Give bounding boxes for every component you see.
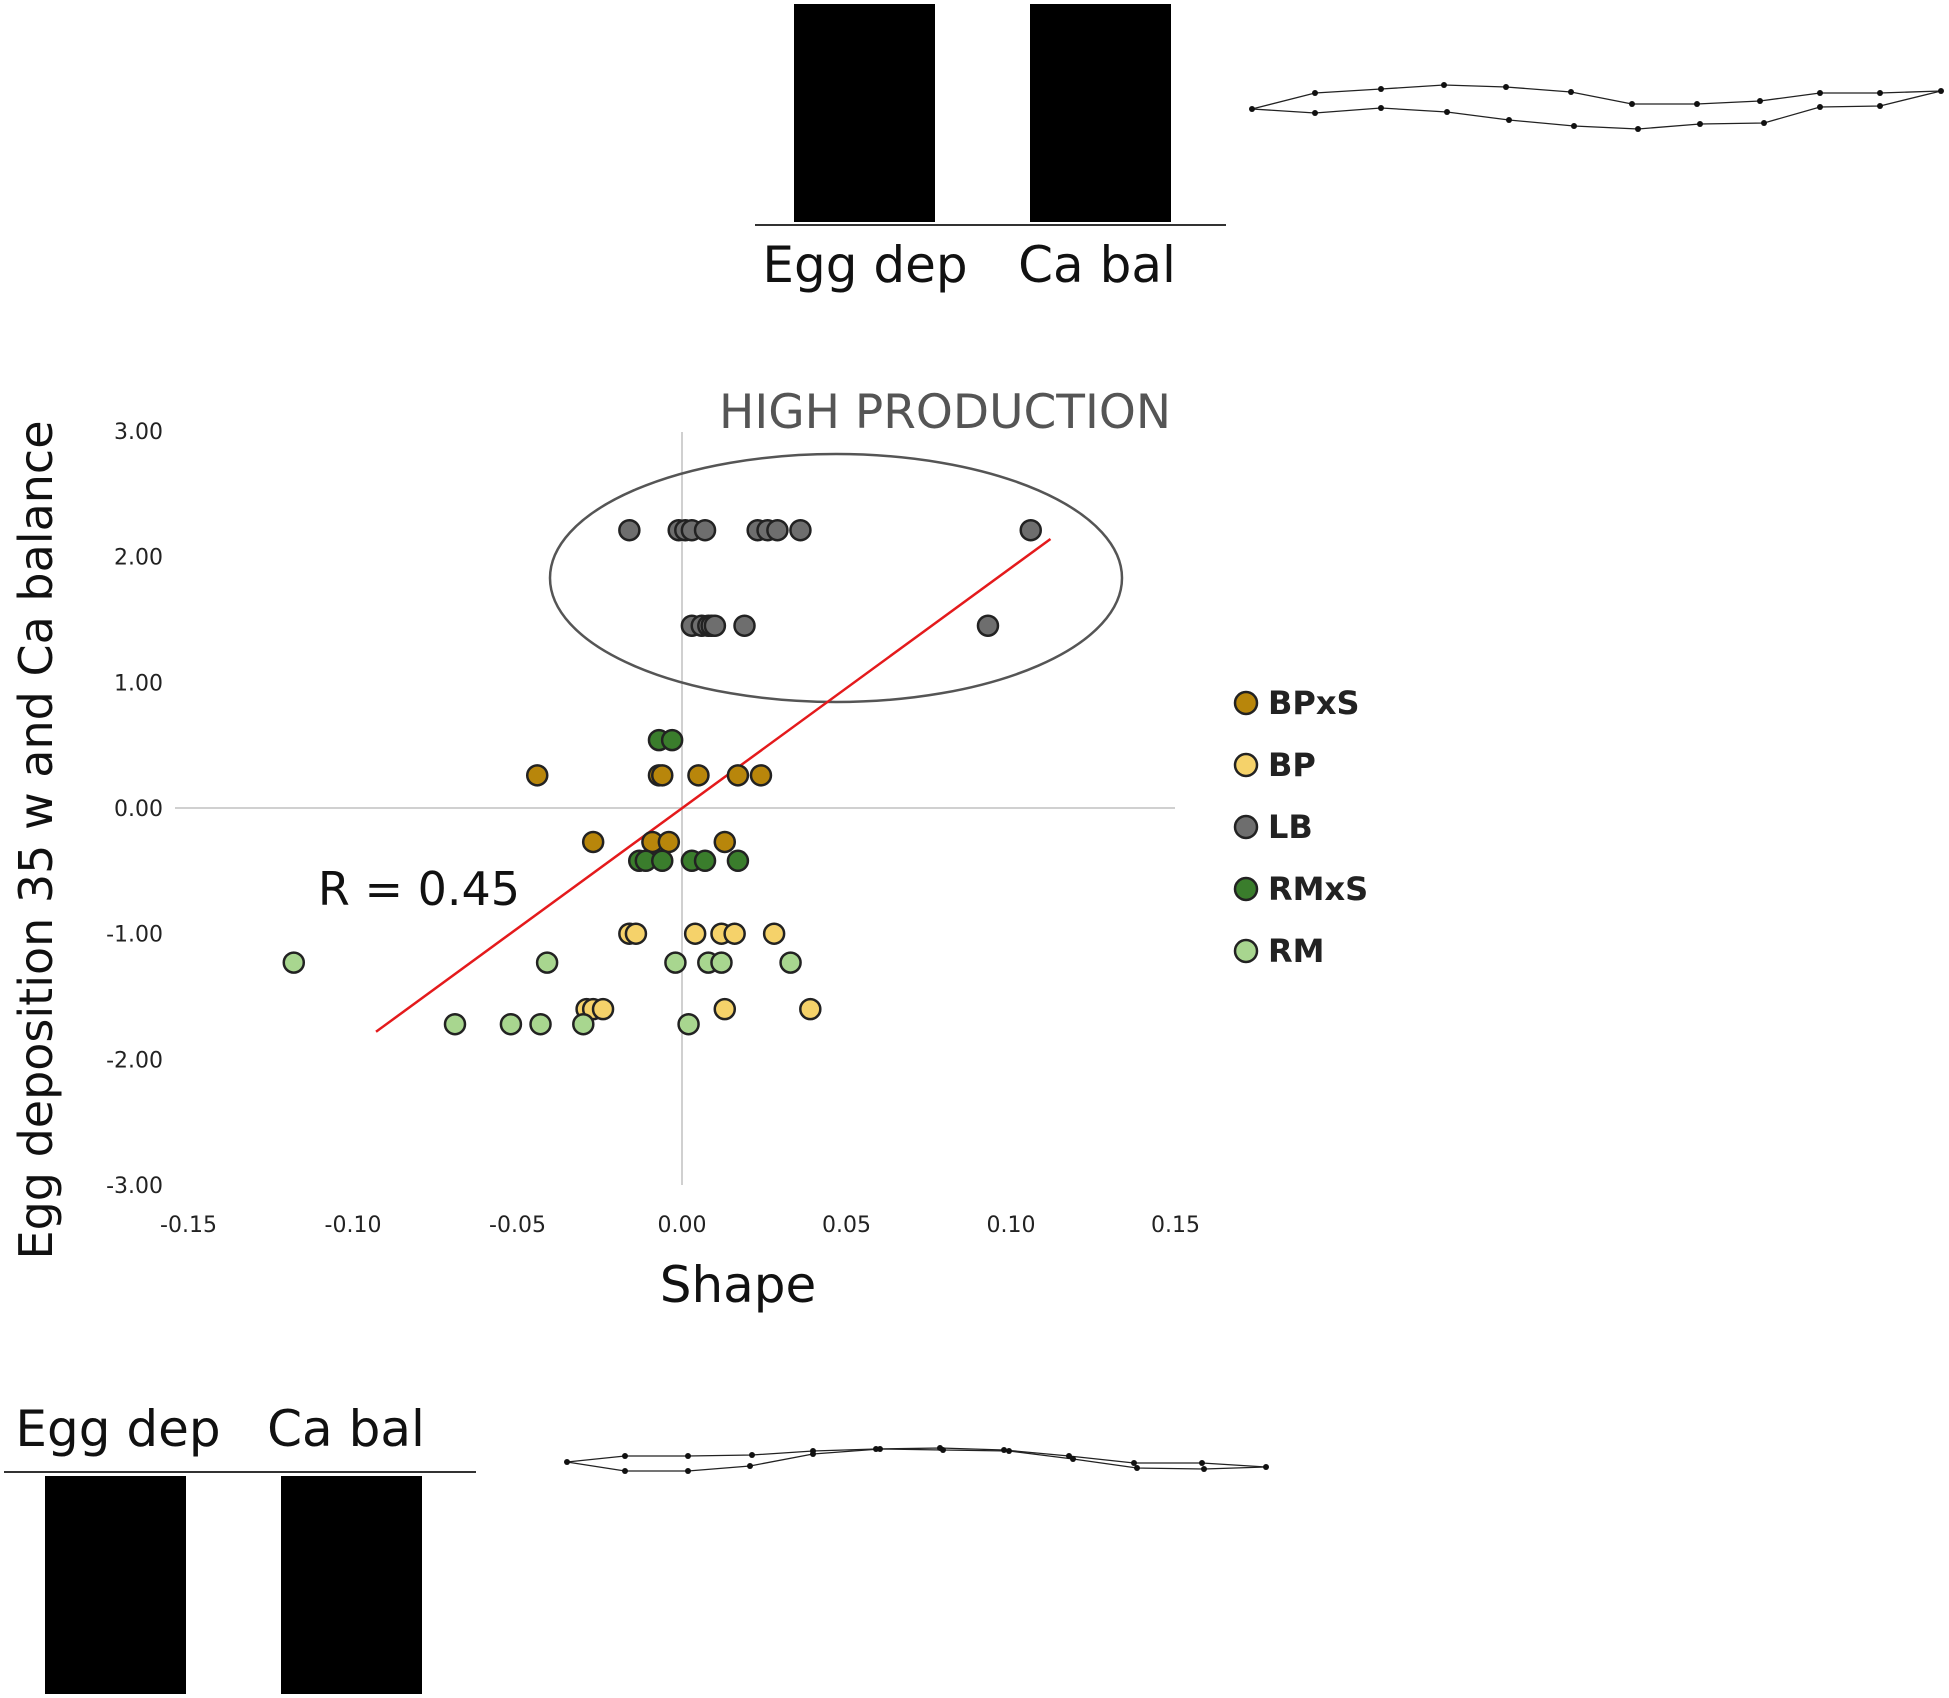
data-point-lb [703,614,727,637]
y-tick-labels: 3.00 2.00 1.00 0.00 -1.00 -2.00 -3.00 [106,420,163,1199]
data-points [282,518,1042,1036]
top-bar-panel: Egg dep Ca bal [755,4,1226,294]
data-point-bpxs [713,830,737,854]
data-point-bp [683,922,707,945]
data-point-lb [1019,518,1042,542]
x-tick-label: 0.15 [1151,1213,1200,1238]
data-point-rm [282,951,306,974]
data-point-rm [443,1012,467,1036]
top-bar-egg-dep [794,4,935,222]
bottom-bar-label-0: Egg dep [15,1400,220,1458]
legend-marker-bpxs [1233,690,1259,716]
data-point-lb [618,518,641,542]
legend-marker-bp [1233,752,1259,778]
legend-marker-rmxs [1233,876,1259,902]
chart-title: HIGH PRODUCTION [719,385,1171,440]
y-tick-label: -2.00 [106,1048,163,1073]
data-point-bpxs [581,830,605,854]
data-point-rm [529,1012,552,1036]
data-point-rm [499,1012,523,1036]
data-point-bp [591,997,615,1021]
x-tick-label: -0.10 [325,1213,382,1238]
data-point-bpxs [657,830,681,854]
top-bar-ca-bal [1030,4,1171,222]
top-bar-label-0: Egg dep [762,236,967,294]
data-point-lb [733,614,756,637]
trendline [375,537,1052,1033]
data-point-rmxs [693,849,717,873]
data-point-rm [710,951,733,974]
x-tick-label: 0.05 [822,1213,871,1238]
x-axis-label: Shape [660,1256,817,1314]
x-tick-labels: -0.15 -0.10 -0.05 0.00 0.05 0.10 0.15 [160,1213,1200,1238]
data-point-bpxs [651,764,674,787]
data-point-rmxs [651,849,674,873]
data-point-bpxs [525,764,549,787]
y-tick-label: 3.00 [114,420,163,445]
data-point-bp [762,922,786,945]
y-tick-label: 2.00 [114,546,163,571]
scatter-chart: 3.002.001.000.00-1.00-2.00-3.00 -0.15-0.… [9,385,1368,1314]
legend-label-rmxs: RMxS [1268,870,1368,908]
y-tick-label: 0.00 [114,797,163,822]
x-tick-label: 0.00 [658,1213,707,1238]
data-point-bp [624,922,648,945]
x-tick-label: 0.10 [987,1213,1036,1238]
bottom-bar-panel: Egg dep Ca bal [4,1400,476,1694]
data-point-rm [572,1012,595,1036]
data-point-rm [779,951,802,974]
legend-label-bpxs: BPxS [1268,684,1360,722]
bottom-shape-outline [564,1445,1269,1474]
y-tick-label: 1.00 [114,671,163,696]
data-point-rmxs [726,849,750,873]
legend-label-bp: BP [1268,746,1316,784]
legend-label-lb: LB [1268,808,1313,846]
r-annotation: R = 0.45 [318,862,520,916]
y-axis-label: Egg deposition 35 w and Ca balance [9,420,63,1259]
data-point-rm [677,1012,700,1036]
data-point-rm [535,951,559,974]
bottom-bar-egg-dep [45,1476,186,1694]
data-point-bp [723,922,746,945]
data-point-lb [766,518,789,542]
x-tick-label: -0.05 [489,1213,546,1238]
y-tick-label: -1.00 [106,923,163,948]
data-point-lb [789,518,812,542]
bottom-bar-label-1: Ca bal [267,1400,425,1458]
legend-label-rm: RM [1268,932,1324,970]
data-point-bpxs [749,764,773,787]
legend-marker-rm [1233,938,1259,964]
data-point-bp [799,997,822,1021]
legend-marker-lb [1233,814,1259,840]
x-tick-label: -0.15 [160,1213,217,1238]
y-tick-label: -3.00 [106,1174,163,1199]
bottom-bar-ca-bal [281,1476,422,1694]
high-production-ellipse [548,452,1124,704]
data-point-rmxs [660,728,684,752]
data-point-rm [664,951,687,974]
data-point-bp [713,997,737,1021]
top-bar-label-1: Ca bal [1018,236,1176,294]
legend: BPxS BP LB RMxS RM [1233,684,1368,970]
data-point-lb [693,518,717,542]
data-point-bpxs [687,764,710,787]
top-shape-outline [1249,82,1944,132]
data-point-lb [976,614,1000,637]
data-point-bpxs [726,764,750,787]
